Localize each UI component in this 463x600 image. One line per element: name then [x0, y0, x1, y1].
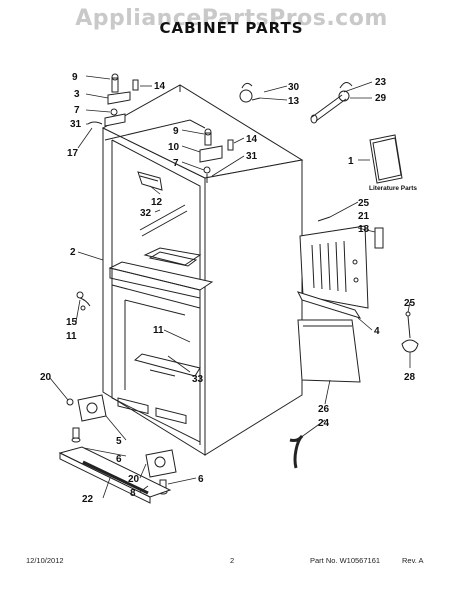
callout-31: 31 — [246, 151, 258, 162]
cabinet-body — [101, 84, 304, 456]
callout-24: 24 — [318, 418, 330, 429]
callout-20: 20 — [40, 372, 52, 383]
callout-26: 26 — [318, 404, 330, 415]
callout-9: 9 — [72, 72, 78, 83]
literature-booklet — [369, 134, 403, 184]
leveling-leg — [289, 434, 304, 469]
left-top-hinge — [87, 73, 139, 127]
callout-23: 23 — [375, 77, 387, 88]
callout-2: 2 — [70, 247, 76, 258]
callout-13: 13 — [288, 96, 300, 107]
callout-22: 22 — [82, 494, 94, 505]
callout-6: 6 — [198, 474, 204, 485]
callout-20: 20 — [128, 474, 140, 485]
callout-5: 5 — [116, 436, 122, 447]
callout-6: 6 — [116, 454, 122, 465]
callout-31: 31 — [70, 119, 82, 130]
base-grille — [58, 446, 172, 504]
callout-11: 11 — [66, 331, 77, 342]
callout-9: 9 — [173, 126, 179, 137]
callout-14: 14 — [246, 134, 258, 145]
right-top-hinge — [199, 128, 234, 183]
callout-8: 8 — [130, 488, 136, 499]
literature-parts-label: Literature Parts — [369, 185, 417, 192]
footer-revision: Rev. A — [402, 556, 424, 565]
footer-page-number: 2 — [230, 556, 235, 565]
callout-29: 29 — [375, 93, 387, 104]
callout-3: 3 — [74, 89, 80, 100]
callout-7: 7 — [74, 105, 80, 116]
callout-12: 12 — [151, 197, 163, 208]
callout-28: 28 — [404, 372, 416, 383]
callout-32: 32 — [140, 208, 152, 219]
callout-11: 11 — [153, 325, 164, 336]
side-clip — [401, 311, 419, 353]
water-inlet-parts — [239, 82, 353, 124]
leader-lines — [49, 75, 411, 499]
side-bracket — [76, 291, 91, 311]
callout-30: 30 — [288, 82, 300, 93]
footer-part-number: Part No. W10567161 — [310, 556, 381, 565]
callout-labels: 9 14 3 7 31 17 30 13 23 29 9 14 10 7 31 … — [40, 72, 417, 505]
callout-15: 15 — [66, 317, 78, 328]
callout-25: 25 — [404, 298, 416, 309]
callout-14: 14 — [154, 81, 166, 92]
callout-17: 17 — [67, 148, 79, 159]
callout-7: 7 — [173, 158, 179, 169]
callout-25: 25 — [358, 198, 370, 209]
page-title: CABINET PARTS — [159, 19, 304, 37]
callout-21: 21 — [358, 211, 370, 222]
left-bottom-hinge — [66, 394, 107, 443]
footer-date: 12/10/2012 — [26, 556, 64, 565]
rear-access-panel — [299, 216, 384, 309]
watermark: AppliancePartsPros.com — [75, 6, 388, 31]
callout-18: 18 — [358, 224, 370, 235]
callout-33: 33 — [192, 374, 204, 385]
toe-grille — [297, 291, 362, 383]
callout-1: 1 — [348, 156, 354, 167]
callout-4: 4 — [374, 326, 380, 337]
callout-10: 10 — [168, 142, 180, 153]
